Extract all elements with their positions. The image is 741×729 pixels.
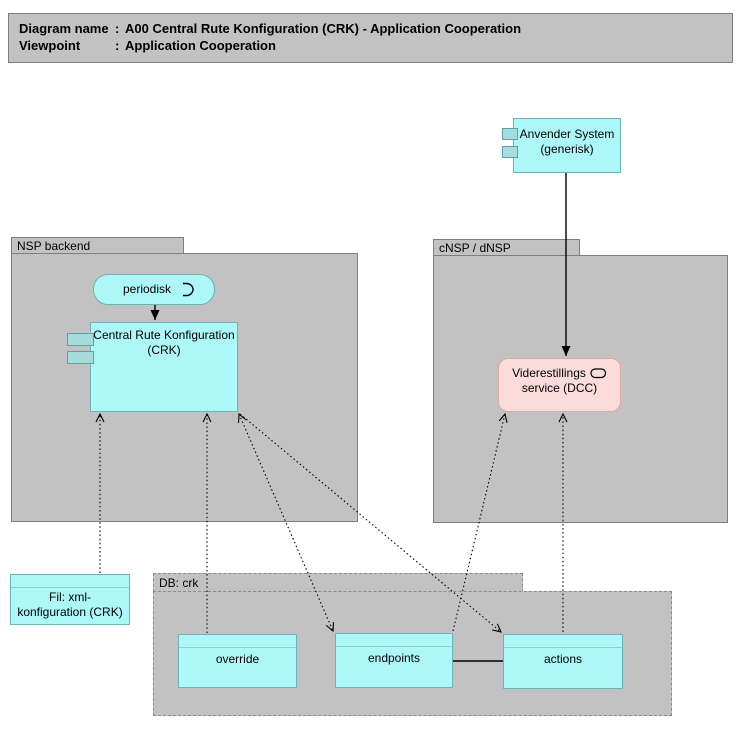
node-actions-label: actions bbox=[543, 652, 583, 666]
viewpoint-value: Application Cooperation bbox=[125, 38, 276, 53]
node-central-rute-konfiguration: Central Rute Konfiguration (CRK) bbox=[67, 322, 238, 412]
node-fil-xml-konfiguration: Fil: xml- konfiguration (CRK) bbox=[10, 574, 130, 625]
service-pill-icon bbox=[590, 368, 607, 379]
artifact-header-compartment bbox=[11, 575, 129, 588]
node-crk-label-line1: Central Rute Konfiguration bbox=[93, 328, 235, 342]
diagram-title-bar: Diagram name:A00 Central Rute Konfigurat… bbox=[8, 13, 733, 63]
node-endpoints-label: endpoints bbox=[367, 651, 421, 665]
package-cnsp-dnsp-label: cNSP / dNSP bbox=[439, 241, 511, 255]
connection-endpoints-to-dcc bbox=[452, 412, 508, 632]
connection-crk-to-actions bbox=[239, 413, 502, 633]
node-crk-label-line2: (CRK) bbox=[147, 343, 181, 357]
package-nsp-backend-tab: NSP backend bbox=[11, 237, 184, 254]
component-tab-icon bbox=[67, 351, 94, 364]
node-anvender-system-label-line2: (generisk) bbox=[540, 142, 594, 156]
viewpoint-label: Viewpoint bbox=[19, 38, 81, 53]
node-anvender-system: Anvender System (generisk) bbox=[502, 118, 621, 173]
node-dcc-label-line1: Viderestillings bbox=[512, 366, 586, 380]
node-anvender-system-label-line1: Anvender System bbox=[519, 127, 615, 141]
node-fil-label-line2: konfiguration (CRK) bbox=[17, 605, 123, 619]
node-dcc-label-line2: service (DCC) bbox=[521, 381, 598, 395]
diagram-name-value: A00 Central Rute Konfiguration (CRK) - A… bbox=[125, 21, 522, 36]
title-row-viewpoint: Viewpoint:Application Cooperation bbox=[19, 38, 276, 53]
node-periodisk: periodisk bbox=[93, 274, 215, 305]
table-header-compartment bbox=[504, 635, 622, 648]
node-table-endpoints: endpoints bbox=[335, 633, 453, 688]
timer-event-icon bbox=[183, 282, 194, 297]
node-table-override: override bbox=[178, 634, 297, 688]
table-header-compartment bbox=[179, 635, 296, 648]
connection-crk-endpoints bbox=[237, 412, 335, 633]
node-table-actions: actions bbox=[503, 634, 623, 689]
node-override-label: override bbox=[215, 652, 260, 666]
package-db-crk-label: DB: crk bbox=[159, 576, 199, 590]
table-header-compartment bbox=[336, 634, 452, 647]
node-fil-label-line1: Fil: xml- bbox=[49, 590, 91, 604]
node-viderestillings-service: Viderestillings service (DCC) bbox=[498, 358, 621, 412]
component-tab-icon bbox=[502, 146, 518, 158]
node-periodisk-label: periodisk bbox=[122, 282, 172, 296]
diagram-name-label: Diagram name bbox=[19, 21, 109, 36]
package-nsp-backend-label: NSP backend bbox=[17, 239, 91, 253]
component-tab-icon bbox=[502, 128, 518, 140]
title-row-diagram-name: Diagram name:A00 Central Rute Konfigurat… bbox=[19, 21, 522, 36]
component-tab-icon bbox=[67, 333, 94, 346]
